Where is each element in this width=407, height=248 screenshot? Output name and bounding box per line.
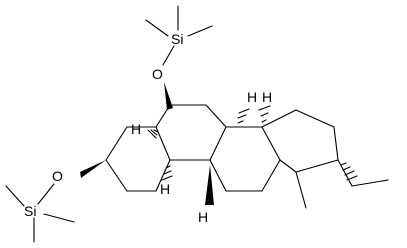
ring-c <box>209 126 281 192</box>
tms-top-group <box>145 5 213 66</box>
o-top-wedge-bond <box>164 82 173 110</box>
h-c9-label: H <box>198 209 208 225</box>
c5-h-hash <box>147 129 159 139</box>
ring-a <box>105 126 171 192</box>
h-c8-label: H <box>247 89 257 105</box>
o-left-wedge-bond <box>80 160 106 178</box>
si-top-methyl-left <box>145 19 169 37</box>
ring-d <box>261 109 339 173</box>
h-c10-label: H <box>160 181 170 197</box>
o-left-label: O <box>52 168 63 184</box>
c14-h-hash <box>258 105 271 123</box>
c13-methyl <box>295 171 307 209</box>
ring-b <box>155 104 227 161</box>
si-top-o-bond <box>162 45 175 66</box>
c9-h-wedge <box>205 165 214 205</box>
ethyl-group <box>337 159 389 187</box>
o-top-label: O <box>152 66 163 82</box>
c8-h-hash <box>237 108 250 124</box>
si-left-label: Si <box>24 203 36 219</box>
h-c14-label: H <box>262 89 272 105</box>
si-top-label: Si <box>171 31 183 47</box>
c10-h-hash <box>161 165 173 181</box>
tms-left-group <box>5 183 75 243</box>
h-c5-label: H <box>131 121 141 137</box>
si-top-methyl-right <box>187 25 213 37</box>
c17-hash-bond <box>340 162 358 181</box>
